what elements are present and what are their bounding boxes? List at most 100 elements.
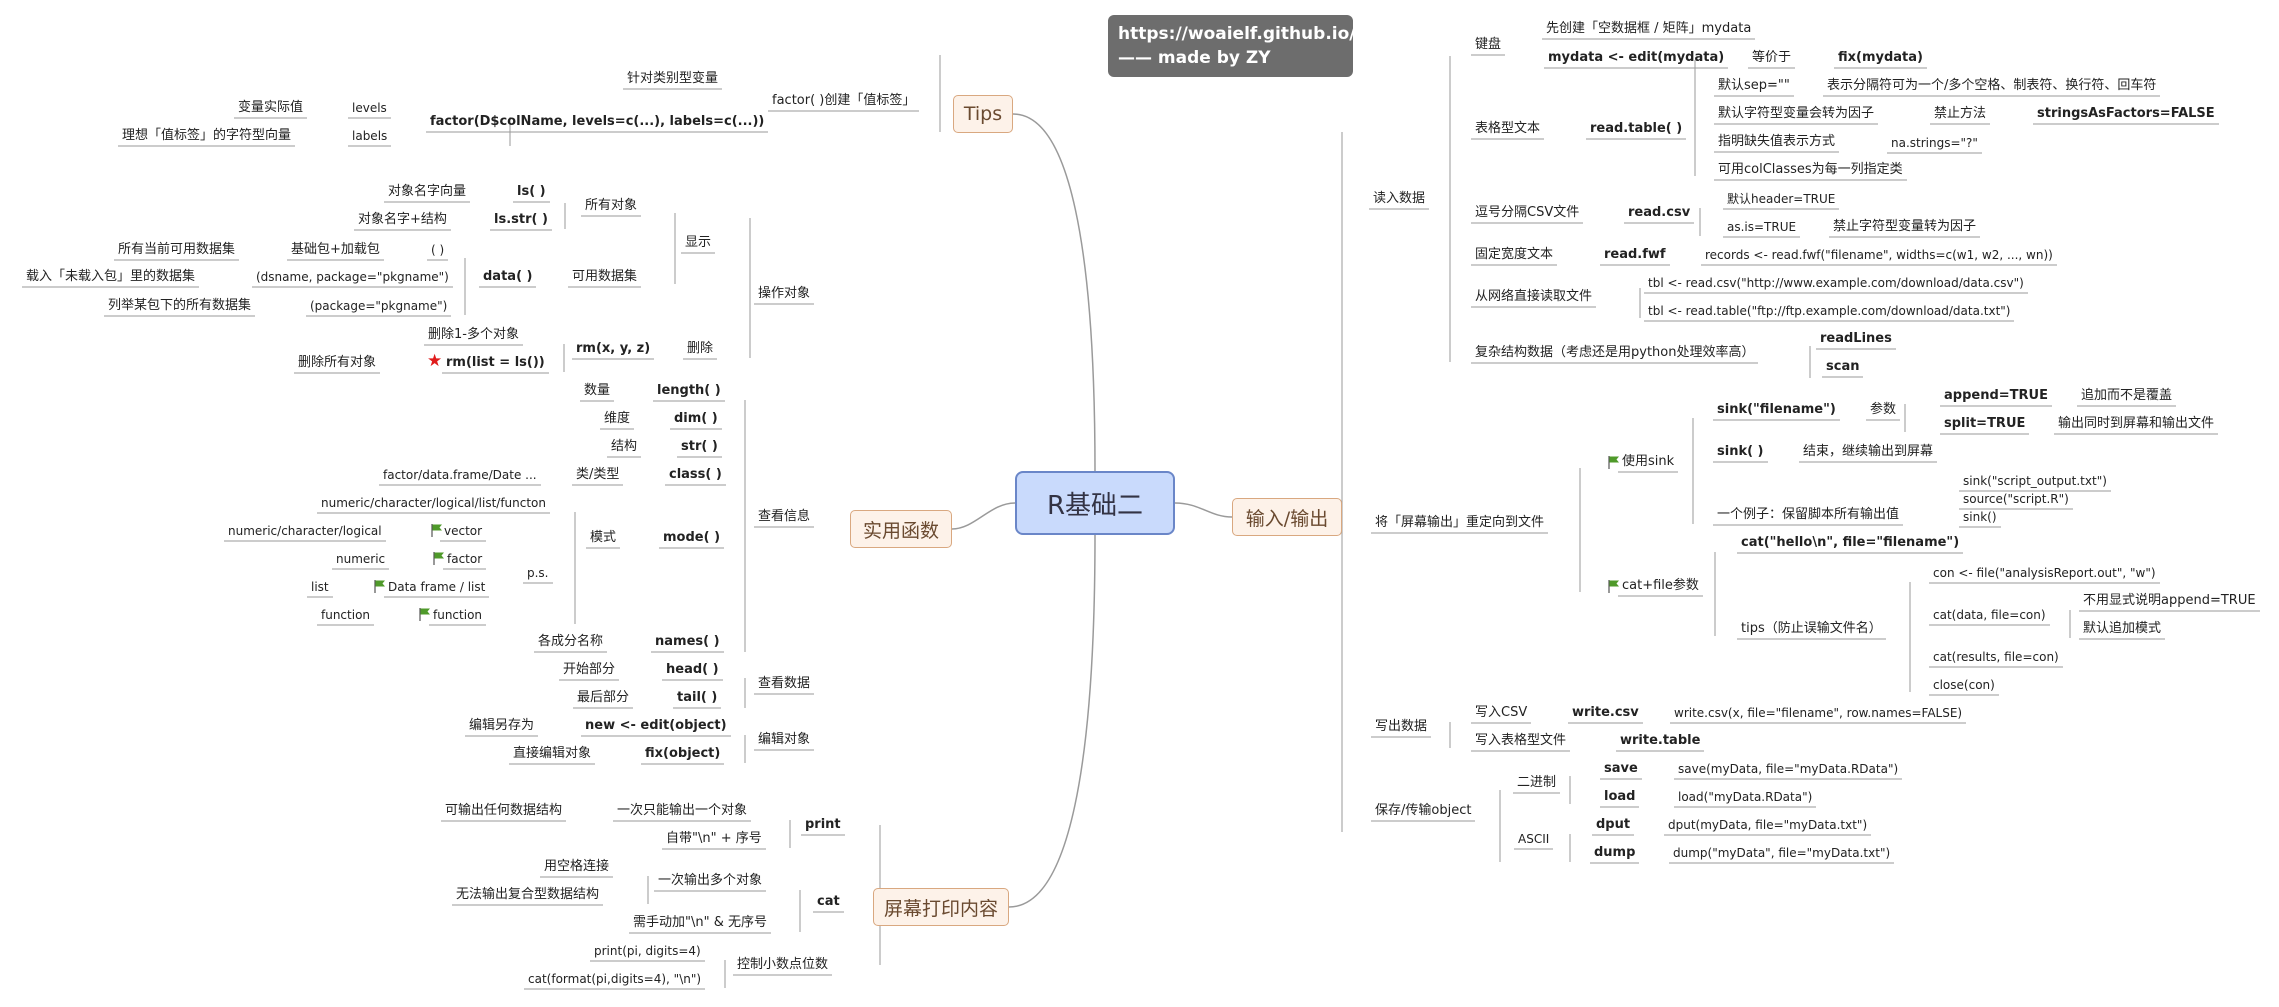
node-label: 一次输出多个对象 <box>658 873 763 888</box>
node-label: (package="pkgname") <box>310 299 448 313</box>
node-label: cat(data, file=con) <box>1933 608 2046 622</box>
node-label: source("script.R") <box>1963 492 2069 506</box>
node-label: sink() <box>1963 510 1997 524</box>
node-label: 默认追加模式 <box>2083 621 2162 636</box>
node-label: 最后部分 <box>577 690 630 705</box>
node-label: 使用sink <box>1622 454 1675 469</box>
node-label: split=TRUE <box>1944 416 2026 431</box>
flag-icon <box>1607 454 1621 469</box>
node-label: write.csv(x, file="filename", row.names=… <box>1674 706 1963 720</box>
node-label: 表格型文本 <box>1475 121 1541 136</box>
node-label: 显示 <box>685 235 712 250</box>
node-label: fix(mydata) <box>1838 50 1923 65</box>
node-label: 开始部分 <box>563 662 616 677</box>
node-label: 查看数据 <box>758 676 811 691</box>
node-label: 从网络直接读取文件 <box>1475 289 1593 304</box>
node-label: 一次只能输出一个对象 <box>617 803 748 818</box>
node-label: sink( ) <box>1717 444 1764 459</box>
node-label: dput <box>1596 817 1631 832</box>
node-label: rm(list = ls()) <box>446 355 545 370</box>
node-label: na.strings="?" <box>1891 136 1978 150</box>
node-label: 针对类别型变量 <box>627 71 719 86</box>
node-label: dump("myData", file="myData.txt") <box>1673 846 1891 860</box>
node-label: readLines <box>1820 331 1892 346</box>
node-label: labels <box>352 129 388 143</box>
node-label: 基础包+加载包 <box>291 242 380 257</box>
central-topic[interactable]: R基础二 <box>1015 471 1175 535</box>
star-icon: ★ <box>427 351 443 371</box>
node-label: 编辑对象 <box>758 732 811 747</box>
node-label: 读入数据 <box>1373 191 1426 206</box>
node-label: stringsAsFactors=FALSE <box>2037 106 2215 121</box>
node-label: dim( ) <box>674 411 718 426</box>
node-label: 需手动加"\n" & 无序号 <box>633 915 767 930</box>
node-label: class( ) <box>669 467 722 482</box>
node-label: mydata <- edit(mydata) <box>1548 50 1725 65</box>
connector-line <box>1012 113 1096 472</box>
node-label: 固定宽度文本 <box>1475 247 1554 262</box>
topic-util[interactable]: 实用函数 <box>850 510 952 548</box>
node-label: ( ) <box>431 243 445 257</box>
node-label: 对象名字+结构 <box>358 212 447 227</box>
node-label: print(pi, digits=4) <box>594 944 701 958</box>
node-label: 载入「未载入包」里的数据集 <box>26 269 196 284</box>
node-label: rm(x, y, z) <box>576 341 651 356</box>
node-label: 变量实际值 <box>238 100 304 115</box>
connector-line <box>1174 502 1233 518</box>
node-label: 列举某包下的所有数据集 <box>108 298 252 313</box>
node-label: list <box>311 580 329 594</box>
node-label: 输出同时到屏幕和输出文件 <box>2058 416 2215 431</box>
node-label: 键盘 <box>1475 37 1502 52</box>
node-label: scan <box>1826 359 1860 374</box>
node-label: factor(D$colName, levels=c(...), labels=… <box>430 114 765 129</box>
flag-icon <box>1607 578 1621 593</box>
node-label: read.fwf <box>1604 247 1666 262</box>
topic-print[interactable]: 屏幕打印内容 <box>873 888 1009 926</box>
node-label: data( ) <box>483 269 533 284</box>
author-banner: https://woaielf.github.io/ —— made by ZY <box>1108 15 1356 77</box>
node-label: 直接编辑对象 <box>513 746 592 761</box>
node-label: function <box>433 608 483 622</box>
node-label: load("myData.RData") <box>1678 790 1813 804</box>
node-label: sink("script_output.txt") <box>1963 474 2107 488</box>
connector-line <box>951 502 1016 530</box>
node-label: 将「屏幕输出」重定向到文件 <box>1375 515 1545 530</box>
node-label: 编辑另存为 <box>469 718 535 733</box>
node-label: 参数 <box>1870 402 1897 417</box>
node-label: 不用显式说明append=TRUE <box>2083 593 2256 608</box>
node-label: write.table <box>1620 733 1701 748</box>
topic-tips[interactable]: Tips <box>953 95 1013 133</box>
node-label: read.csv <box>1628 205 1691 220</box>
node-label: append=TRUE <box>1944 388 2048 403</box>
node-label: 查看信息 <box>758 509 811 524</box>
node-label: str( ) <box>681 439 718 454</box>
node-label: 所有对象 <box>585 198 638 213</box>
node-label: 写入表格型文件 <box>1475 733 1567 748</box>
node-label: cat(results, file=con) <box>1933 650 2059 664</box>
node-label: save(myData, file="myData.RData") <box>1678 762 1899 776</box>
node-label: 类/类型 <box>576 467 620 482</box>
node-label: cat <box>817 894 840 909</box>
connector-line <box>1008 534 1096 908</box>
author-url: https://woaielf.github.io/ <box>1118 24 1356 44</box>
node-label: 写入CSV <box>1475 705 1528 720</box>
node-label: 追加而不是覆盖 <box>2081 388 2173 403</box>
node-label: 各成分名称 <box>538 634 604 649</box>
node-label: factor/data.frame/Date ... <box>383 468 537 482</box>
node-label: 无法输出复合型数据结构 <box>456 887 600 902</box>
node-label: as.is=TRUE <box>1727 220 1797 234</box>
topic-io[interactable]: 输入/输出 <box>1232 498 1342 536</box>
node-label: print <box>805 817 841 832</box>
node-label: ls( ) <box>517 184 546 199</box>
node-label: 删除1-多个对象 <box>428 327 519 342</box>
node-label: Data frame / list <box>388 580 486 594</box>
node-label: 复杂结构数据（考虑还是用python处理效率高） <box>1475 345 1755 360</box>
node-label: 用空格连接 <box>544 859 610 874</box>
node-label: 自带"\n" + 序号 <box>666 831 762 846</box>
node-label: head( ) <box>666 662 719 677</box>
node-label: tips（防止误输文件名） <box>1741 621 1882 636</box>
node-label: 禁止字符型变量转为因子 <box>1833 219 1977 234</box>
node-label: 保存/传输object <box>1375 803 1472 818</box>
node-label: dput(myData, file="myData.txt") <box>1668 818 1868 832</box>
node-label: ASCII <box>1518 832 1550 846</box>
